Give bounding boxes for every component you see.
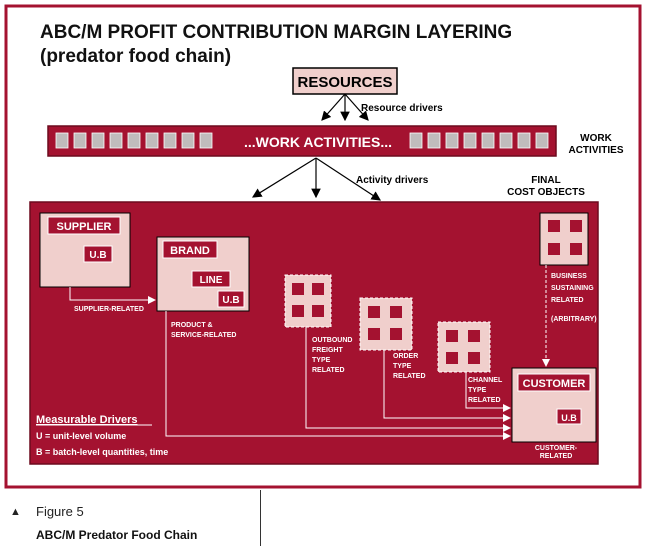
supplier-ub-box bbox=[83, 245, 113, 263]
order-label-2: TYPE bbox=[393, 363, 412, 370]
activity-driver-arrows bbox=[251, 157, 382, 201]
resources-label: RESOURCES bbox=[297, 74, 392, 91]
work-activity-square bbox=[127, 132, 141, 149]
outbound-label-3: TYPE bbox=[312, 357, 331, 364]
customer-related-label-2: RELATED bbox=[540, 453, 573, 460]
channel-squares bbox=[446, 330, 480, 364]
supplier-arrow bbox=[69, 287, 156, 304]
outbound-label-1: OUTBOUND bbox=[312, 337, 352, 344]
work-activity-square bbox=[535, 132, 549, 149]
order-label-1: ORDER bbox=[393, 353, 418, 360]
outbound-label-4: RELATED bbox=[312, 367, 345, 374]
figure-caption: ▲ Figure 5 bbox=[10, 504, 84, 519]
work-activity-square bbox=[445, 132, 459, 149]
final-cost-objects-label-2: COST OBJECTS bbox=[507, 187, 585, 198]
outbound-label-2: FREIGHT bbox=[312, 347, 343, 354]
order-label-3: RELATED bbox=[393, 373, 426, 380]
supplier-ub-label: U.B bbox=[89, 250, 106, 261]
figure-number: Figure 5 bbox=[36, 504, 84, 519]
diagram-title: ABC/M PROFIT CONTRIBUTION MARGIN LAYERIN… bbox=[40, 22, 512, 43]
channel-label-1: CHANNEL bbox=[468, 377, 503, 384]
customer-ub-box bbox=[556, 408, 582, 425]
channel-label-3: RELATED bbox=[468, 397, 501, 404]
outbound-freight-box bbox=[284, 274, 332, 328]
work-activity-square bbox=[463, 132, 477, 149]
business-label-2: SUSTAINING bbox=[551, 285, 594, 292]
supplier-label: SUPPLIER bbox=[56, 221, 111, 233]
work-activity-square bbox=[163, 132, 177, 149]
work-activity-square bbox=[181, 132, 195, 149]
work-activities-label-2: ACTIVITIES bbox=[568, 145, 623, 156]
work-activities-label-1: WORK bbox=[580, 133, 612, 144]
triangle-icon: ▲ bbox=[10, 506, 21, 518]
line-box bbox=[191, 270, 231, 288]
supplier-related-label: SUPPLIER-RELATED bbox=[74, 306, 144, 313]
work-activity-square bbox=[499, 132, 513, 149]
outbound-squares bbox=[292, 283, 324, 317]
product-related-label-1: PRODUCT & bbox=[171, 322, 213, 329]
channel-label-2: TYPE bbox=[468, 387, 487, 394]
figure-title: ABC/M Predator Food Chain bbox=[36, 528, 198, 542]
work-activity-square bbox=[199, 132, 213, 149]
product-related-label-2: SERVICE-RELATED bbox=[171, 332, 236, 339]
legend-u: U = unit-level volume bbox=[36, 431, 126, 441]
order-squares bbox=[368, 306, 402, 340]
supplier-tab bbox=[47, 216, 121, 235]
customer-related-label-1: CUSTOMER- bbox=[535, 445, 578, 452]
customer-ub-label: U.B bbox=[561, 413, 577, 423]
business-label-3: RELATED bbox=[551, 297, 584, 304]
brand-label: BRAND bbox=[170, 245, 210, 257]
diagram-subtitle: (predator food chain) bbox=[40, 46, 231, 67]
brand-ub-label: U.B bbox=[222, 295, 239, 306]
work-activity-square bbox=[427, 132, 441, 149]
business-label-1: BUSINESS bbox=[551, 273, 587, 280]
customer-connectors bbox=[165, 311, 511, 440]
order-type-box bbox=[359, 297, 413, 351]
caption-divider bbox=[260, 490, 261, 546]
final-cost-objects-label-1: FINAL bbox=[531, 175, 560, 186]
resource-driver-arrows bbox=[321, 93, 369, 122]
work-activity-square bbox=[409, 132, 423, 149]
customer-label: CUSTOMER bbox=[523, 378, 586, 390]
line-label: LINE bbox=[200, 275, 223, 286]
customer-tab bbox=[517, 373, 591, 392]
resource-drivers-label: Resource drivers bbox=[361, 103, 443, 114]
work-activity-square bbox=[91, 132, 105, 149]
legend-b: B = batch-level quantities, time bbox=[36, 447, 168, 457]
outer-frame bbox=[4, 4, 642, 489]
work-activity-square bbox=[109, 132, 123, 149]
work-activity-square bbox=[73, 132, 87, 149]
work-activity-squares bbox=[55, 132, 549, 149]
work-activity-square bbox=[145, 132, 159, 149]
work-activity-square bbox=[55, 132, 69, 149]
business-squares bbox=[548, 220, 582, 255]
business-label-4: (ARBITRARY) bbox=[551, 316, 597, 323]
brand-ub-box bbox=[217, 290, 245, 308]
legend-heading: Measurable Drivers bbox=[36, 414, 138, 426]
work-activities-bar-label: ...WORK ACTIVITIES... bbox=[244, 134, 392, 150]
brand-tab bbox=[162, 240, 218, 259]
channel-type-box bbox=[437, 321, 491, 373]
work-activity-square bbox=[517, 132, 531, 149]
activity-drivers-label: Activity drivers bbox=[356, 175, 429, 186]
work-activity-square bbox=[481, 132, 495, 149]
